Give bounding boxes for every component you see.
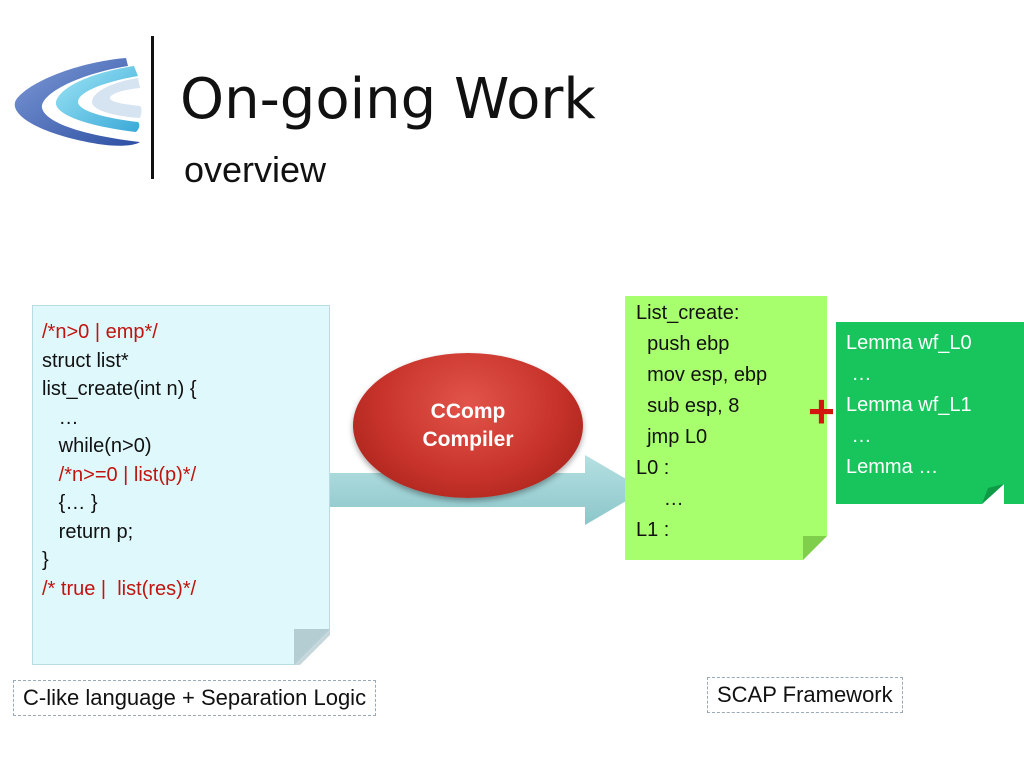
assembly-lines: List_create: push ebp mov esp, ebp sub e… (636, 298, 827, 546)
source-code-note: /*n>0 | emp*/ struct list* list_create(int… (32, 305, 330, 665)
lemma-line: Lemma … (846, 456, 939, 478)
assembly-note: List_create: push ebp mov esp, ebp sub e… (625, 296, 827, 560)
compiler-label-line2: Compiler (422, 427, 514, 451)
source-code-line: /*n>=0 | list(p)*/ (42, 463, 197, 486)
source-code-line: /*n>0 | emp*/ (42, 321, 158, 343)
compiler-ellipse: CComp Compiler (353, 353, 583, 498)
framework-label: SCAP Framework (707, 677, 903, 713)
source-note-fold (294, 629, 330, 665)
assembly-line: mov esp, ebp (636, 364, 768, 386)
assembly-note-fold (803, 536, 827, 560)
source-code-line: list_create(int n) { (42, 378, 197, 400)
source-code-line: /* true | list(res)*/ (42, 577, 197, 600)
slide-subtitle: overview (184, 149, 327, 190)
source-code-line: … (42, 406, 79, 429)
lemma-lines: Lemma wf_L0 … Lemma wf_L1 … Lemma … (846, 328, 1024, 483)
source-code-line: while(n>0) (42, 435, 152, 457)
source-code-line: struct list* (42, 349, 129, 372)
source-code-lines: /*n>0 | emp*/ struct list* list_create(int… (42, 318, 329, 603)
lemma-note-fold (982, 484, 1004, 504)
source-code-line: } (42, 549, 49, 571)
lemma-line: Lemma wf_L0 (846, 332, 972, 354)
source-code-line: {… } (42, 492, 98, 514)
source-language-label: C-like language + Separation Logic (13, 680, 377, 716)
source-code-line: return p; (42, 520, 134, 543)
lemma-note: Lemma wf_L0 … Lemma wf_L1 … Lemma … (836, 322, 1024, 504)
lemma-line: … (846, 425, 872, 447)
assembly-line: L0 : (636, 457, 670, 479)
slide-title: On-going Work (180, 67, 596, 132)
title-divider (151, 36, 154, 179)
assembly-line: List_create: (636, 302, 740, 324)
assembly-line: … (636, 488, 684, 510)
lemma-line: … (846, 363, 872, 385)
plus-icon: + (808, 385, 835, 437)
assembly-line: jmp L0 (636, 426, 708, 448)
compiler-label-line1: CComp (430, 399, 506, 423)
logo-icon (14, 58, 142, 146)
assembly-line: L1 : (636, 519, 670, 541)
assembly-line: push ebp (636, 333, 730, 355)
assembly-line: sub esp, 8 (636, 395, 740, 417)
lemma-line: Lemma wf_L1 (846, 394, 972, 416)
